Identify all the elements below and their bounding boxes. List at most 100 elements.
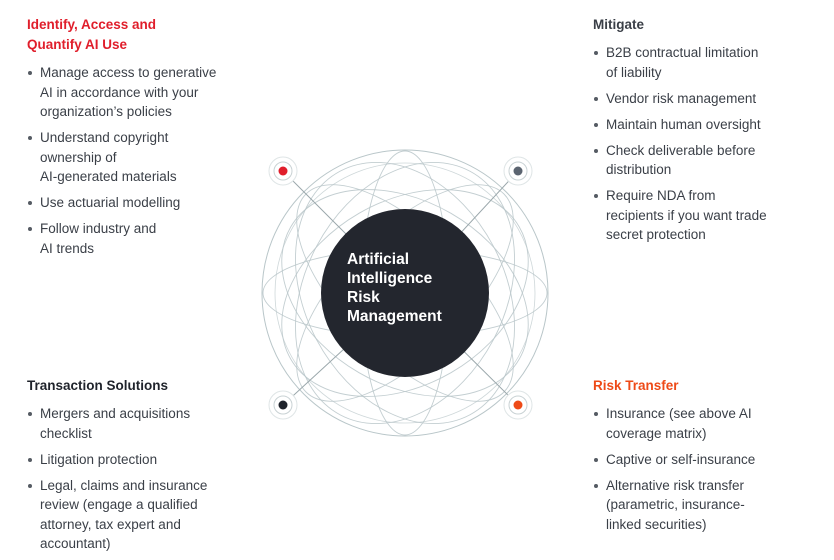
list-item-line: Captive or self-insurance (606, 451, 756, 467)
bullet-icon (594, 122, 598, 127)
list-item-line: of liability (606, 64, 662, 80)
quadrant-title: Risk Transfer (593, 376, 793, 396)
quadrant-transaction-solutions: Transaction Solutions Mergers and acquis… (27, 376, 247, 560)
bullet-icon (28, 483, 32, 488)
list-item-line: (parametric, insurance- (606, 497, 745, 512)
bullet-icon (594, 457, 598, 462)
list-item-line: Legal, claims and insurance (40, 477, 208, 493)
list-item: B2B contractual limitation of liability (593, 43, 803, 82)
quadrant-mitigate: Mitigate B2B contractual limitation of l… (593, 15, 803, 251)
list-item-line: coverage matrix) (606, 425, 707, 441)
quadrant-item-list: Manage access to generative AI in accord… (27, 63, 257, 258)
bullet-icon (594, 483, 598, 488)
orbit-ring (274, 162, 536, 424)
list-item: Manage access to generative AI in accord… (27, 63, 257, 122)
bullet-icon (28, 227, 32, 231)
quadrant-title: Mitigate (593, 15, 803, 35)
list-item-line: organization’s policies (40, 104, 172, 119)
node-transaction (268, 390, 298, 420)
list-item-line: linked securities) (606, 516, 707, 532)
bullet-icon (28, 136, 32, 140)
list-item-line: Mergers and acquisitions (40, 406, 191, 421)
orbit-ellipse (295, 161, 515, 425)
quadrant-risk-transfer: Risk Transfer Insurance (see above AI co… (593, 376, 793, 541)
list-item: Alternative risk transfer (parametric, i… (593, 476, 793, 535)
bullet-icon (28, 71, 32, 75)
node-mitigate (503, 156, 533, 186)
list-item-line: checklist (40, 425, 92, 441)
center-label-line: Management (347, 308, 442, 325)
quadrant-title-line: Transaction Solutions (27, 378, 169, 393)
list-item: Captive or self-insurance (593, 450, 793, 470)
list-item: Maintain human oversight (593, 115, 803, 135)
node-risk-transfer (503, 390, 533, 420)
list-item-line: recipients if you want trade (606, 207, 767, 223)
list-item-line: secret protection (606, 227, 706, 242)
bullet-icon (28, 412, 32, 416)
orbit-ellipse (281, 189, 529, 397)
list-item: Litigation protection (27, 450, 247, 470)
list-item-line: Litigation protection (40, 451, 158, 467)
center-label-line: Risk (347, 289, 380, 306)
list-item-line: Use actuarial modelling (40, 195, 181, 210)
node-dot-icon (513, 400, 523, 410)
list-item-line: AI in accordance with your (40, 84, 199, 100)
quadrant-identify-access-quantify: Identify, Access and Quantify AI Use Man… (27, 15, 257, 265)
quadrant-title: Transaction Solutions (27, 376, 247, 396)
bullet-icon (28, 201, 32, 205)
quadrant-title-line: Risk Transfer (593, 378, 679, 393)
list-item-line: B2B contractual limitation (606, 45, 759, 60)
node-identify (268, 156, 298, 186)
list-item: Require NDA from recipients if you want … (593, 186, 803, 245)
list-item: Legal, claims and insurance review (enga… (27, 476, 247, 554)
list-item: Vendor risk management (593, 89, 803, 109)
orbit-ellipse (295, 161, 515, 425)
center-label-line: Intelligence (347, 270, 433, 287)
list-item-line: attorney, tax expert and (40, 516, 181, 532)
list-item-line: Understand copyright (40, 130, 169, 145)
bullet-icon (594, 51, 598, 55)
list-item-line: Insurance (see above AI (606, 406, 752, 421)
node-dot-icon (278, 166, 288, 176)
orbit-outer-ring (261, 149, 549, 437)
list-item-line: Check deliverable before (606, 142, 756, 158)
list-item: Follow industry and AI trends (27, 219, 257, 258)
list-item-line: AI trends (40, 240, 95, 256)
list-item: Insurance (see above AI coverage matrix) (593, 404, 793, 443)
bullet-icon (594, 148, 598, 153)
list-item-line: Vendor risk management (606, 90, 757, 106)
bullet-icon (28, 457, 32, 462)
bullet-icon (594, 412, 598, 416)
quadrant-title-line: Quantify AI Use (27, 37, 128, 52)
quadrant-title: Identify, Access and Quantify AI Use (27, 15, 257, 55)
list-item-line: ownership of (40, 149, 117, 165)
quadrant-item-list: B2B contractual limitation of liability … (593, 43, 803, 245)
quadrant-item-list: Mergers and acquisitions checklist Litig… (27, 404, 247, 554)
node-dot-icon (513, 166, 523, 176)
node-dot-icon (278, 400, 288, 410)
list-item: Check deliverable before distribution (593, 141, 803, 180)
list-item: Mergers and acquisitions checklist (27, 404, 247, 443)
center-label: Artificial Intelligence Risk Management (347, 250, 477, 326)
orbit-ellipse (281, 189, 529, 397)
corner-nodes (268, 156, 533, 420)
quadrant-title-line: Identify, Access and (27, 17, 157, 32)
list-item-line: accountant) (40, 536, 111, 551)
center-label-line: Artificial (347, 251, 410, 268)
quadrant-title-line: Mitigate (593, 17, 645, 32)
list-item-line: Require NDA from (606, 188, 716, 203)
list-item-line: Follow industry and (40, 221, 157, 236)
bullet-icon (594, 96, 598, 101)
list-item: Use actuarial modelling (27, 193, 257, 213)
list-item-line: review (engage a qualified (40, 497, 198, 512)
bullet-icon (594, 194, 598, 198)
list-item-line: Manage access to generative (40, 65, 217, 80)
list-item-line: distribution (606, 162, 672, 177)
orbit-diagram (261, 149, 549, 437)
center-circle (321, 209, 489, 377)
list-item: Understand copyright ownership of AI-gen… (27, 128, 257, 187)
list-item-line: AI-generated materials (40, 169, 177, 184)
quadrant-item-list: Insurance (see above AI coverage matrix)… (593, 404, 793, 534)
list-item-line: Alternative risk transfer (606, 477, 745, 493)
list-item-line: Maintain human oversight (606, 116, 761, 132)
